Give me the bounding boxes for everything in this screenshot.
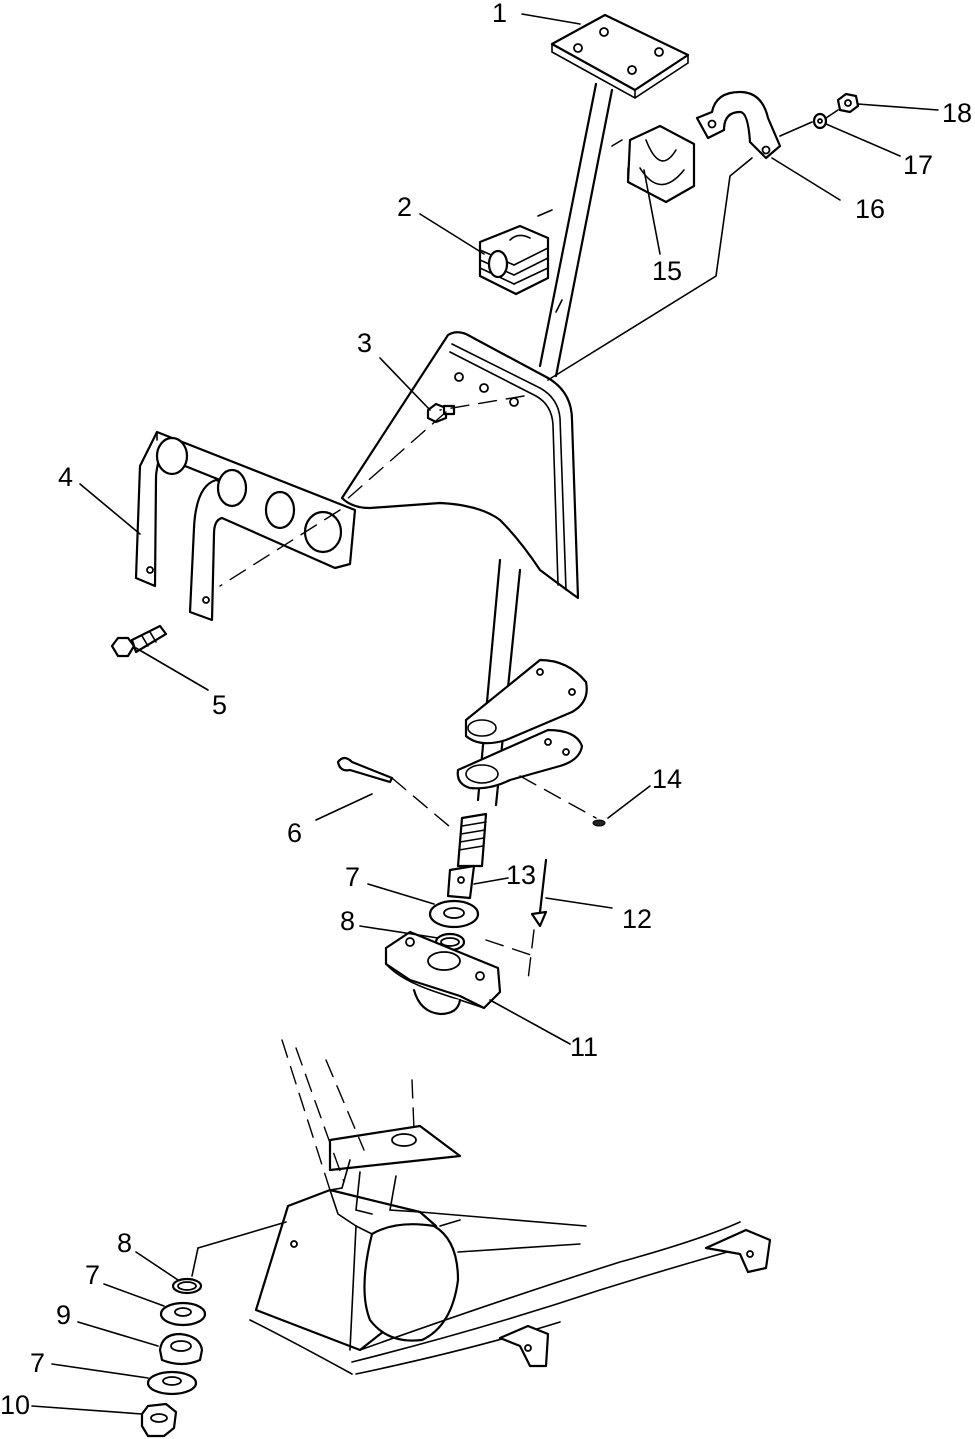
part-2-rubber-block (478, 209, 553, 296)
part-16-u-clamp (695, 90, 782, 160)
callout-10: 10 (0, 1390, 30, 1420)
part-5-bolt (110, 624, 168, 658)
part-8-o-ring-lower (171, 1277, 203, 1295)
callout-16: 16 (855, 194, 885, 224)
steering-arm-upper (464, 658, 588, 745)
callout-12: 12 (622, 904, 652, 934)
callout-14: 14 (652, 764, 682, 794)
callout-13: 13 (506, 860, 536, 890)
part-9-nut (158, 1332, 204, 1366)
callout-7-lower-1: 7 (85, 1260, 100, 1290)
part-14-pin (592, 819, 606, 827)
part-7-washer (428, 899, 480, 929)
part-12-screw (530, 858, 548, 928)
part-7-washer-lower-1 (159, 1301, 207, 1327)
upper-support-bracket (340, 331, 580, 600)
callout-8-upper: 8 (340, 906, 355, 936)
callout-18: 18 (942, 98, 972, 128)
part-18-nut (836, 92, 860, 114)
callout-3: 3 (357, 328, 372, 358)
part-1-mount-plate (550, 13, 690, 99)
part-6-cotter-pin (336, 756, 394, 784)
callout-15: 15 (652, 256, 682, 286)
part-13-coupler (446, 812, 488, 900)
callout-1: 1 (492, 0, 507, 28)
assembly-lines (191, 109, 839, 1277)
chassis-frame (249, 1124, 772, 1375)
part-15-bushing-block (611, 124, 696, 204)
callout-2: 2 (397, 192, 412, 222)
callout-7-upper: 7 (345, 862, 360, 892)
callout-17: 17 (903, 150, 933, 180)
callout-4: 4 (58, 462, 73, 492)
part-10-castle-nut (140, 1402, 178, 1438)
part-4-lower-bracket (134, 430, 357, 622)
part-7-washer-lower-2 (146, 1370, 198, 1396)
callout-5: 5 (212, 690, 227, 720)
leader-lines (31, 13, 939, 1415)
callout-9: 9 (56, 1300, 71, 1330)
part-3-bolt (426, 402, 456, 424)
callout-6: 6 (287, 818, 302, 848)
callout-7-lower-2: 7 (30, 1348, 45, 1378)
callout-8-lower: 8 (117, 1228, 132, 1258)
part-17-washer (812, 112, 828, 130)
steering-arm-lower (456, 728, 584, 790)
callout-11: 11 (570, 1032, 598, 1062)
part-11-bearing-housing (384, 930, 502, 1016)
